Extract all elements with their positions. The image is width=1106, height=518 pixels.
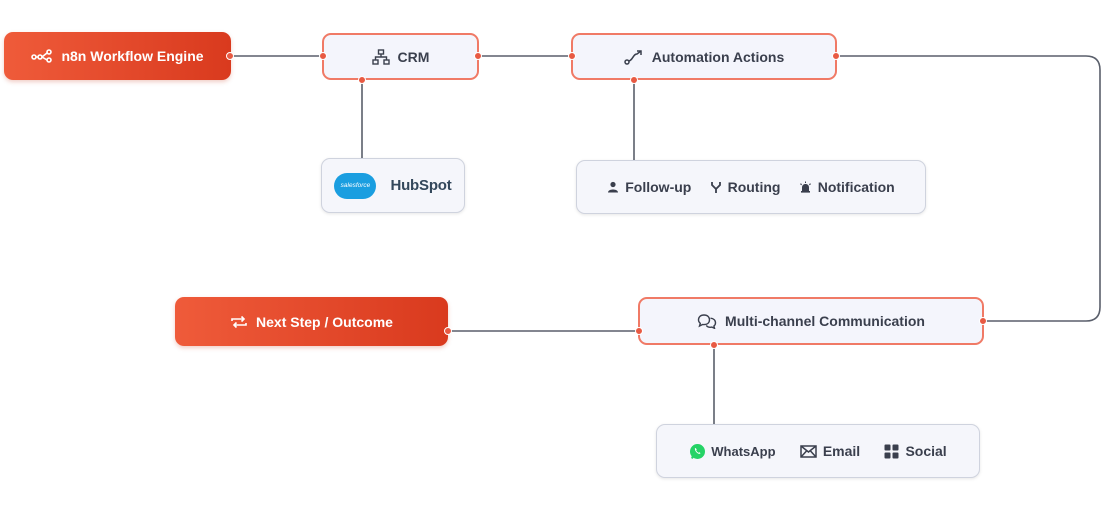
grid-icon — [884, 444, 899, 459]
channel-label: Email — [822, 443, 861, 459]
hubspot-logo: HubSpot — [390, 177, 452, 194]
channel-email[interactable]: Email — [800, 443, 860, 459]
handle-dot[interactable] — [358, 76, 366, 84]
channel-social[interactable]: Social — [884, 443, 947, 459]
action-item-label: Notification — [817, 179, 895, 195]
handle-dot[interactable] — [635, 327, 643, 335]
action-items-box: Follow-up Routing Notification — [576, 160, 926, 214]
communication-node[interactable]: Multi-channel Communication — [638, 297, 984, 345]
chat-bubbles-icon — [697, 313, 717, 329]
crm-node[interactable]: CRM — [322, 33, 479, 80]
envelope-icon — [800, 444, 817, 458]
handle-dot[interactable] — [568, 52, 576, 60]
workflow-nodes-icon — [31, 49, 53, 63]
curve-arrow-icon — [624, 49, 644, 65]
crm-integrations-box: salesforce HubSpot — [321, 158, 465, 213]
action-item-label: Follow-up — [625, 179, 692, 195]
handle-dot[interactable] — [710, 341, 718, 349]
automation-actions-node[interactable]: Automation Actions — [571, 33, 837, 80]
workflow-engine-label: n8n Workflow Engine — [61, 48, 204, 64]
action-item-follow-up[interactable]: Follow-up — [607, 179, 691, 195]
connector-actions-communication — [836, 55, 1101, 322]
crm-label: CRM — [397, 48, 430, 65]
action-item-label: Routing — [727, 179, 781, 195]
person-icon — [607, 181, 619, 193]
channels-box: WhatsApp Email Social — [656, 424, 980, 478]
workflow-engine-node[interactable]: n8n Workflow Engine — [4, 32, 231, 80]
hierarchy-icon — [371, 48, 390, 65]
channel-whatsapp[interactable]: WhatsApp — [689, 443, 776, 460]
handle-dot[interactable] — [226, 52, 234, 60]
alarm-icon — [799, 181, 812, 194]
handle-dot[interactable] — [630, 76, 638, 84]
outcome-label: Next Step / Outcome — [256, 313, 393, 330]
action-item-notification[interactable]: Notification — [799, 179, 895, 195]
salesforce-cloud-logo: salesforce — [334, 172, 377, 199]
action-item-routing[interactable]: Routing — [710, 179, 781, 195]
fork-icon — [710, 181, 722, 194]
handle-dot[interactable] — [979, 317, 987, 325]
handle-dot[interactable] — [319, 52, 327, 60]
cycle-arrows-icon — [230, 315, 248, 329]
handle-dot[interactable] — [832, 52, 840, 60]
handle-dot[interactable] — [444, 327, 452, 335]
whatsapp-icon — [689, 443, 706, 460]
outcome-node[interactable]: Next Step / Outcome — [175, 297, 448, 346]
communication-label: Multi-channel Communication — [725, 313, 925, 329]
automation-actions-label: Automation Actions — [651, 48, 785, 65]
channel-label: WhatsApp — [711, 443, 776, 459]
channel-label: Social — [905, 443, 947, 459]
handle-dot[interactable] — [474, 52, 482, 60]
